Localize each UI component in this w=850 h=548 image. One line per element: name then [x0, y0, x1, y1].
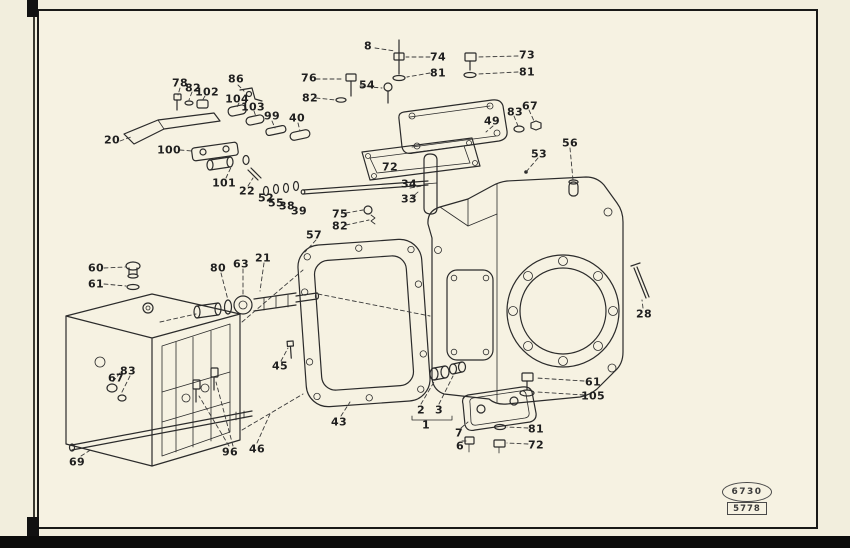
part-number-label: 2	[417, 403, 425, 417]
part-number-label: 69	[69, 455, 85, 469]
part-number-label: 67	[522, 99, 538, 113]
left-housing-drawing	[65, 261, 253, 467]
part-number-label: 3	[435, 403, 443, 417]
top-cover-drawing	[361, 99, 508, 181]
part-number-label: 80	[210, 261, 226, 275]
part-number-label: 83	[120, 364, 136, 378]
part-number-label: 103	[241, 100, 265, 114]
callout-ticks	[409, 191, 453, 421]
scan-edge-artifact-bottom	[0, 536, 850, 548]
scan-edge-artifact-left	[33, 0, 35, 548]
box-stamp-code: 5778	[733, 503, 761, 514]
part-number-label: 57	[306, 228, 322, 242]
part-number-label: 86	[228, 72, 244, 86]
main-housing-drawing	[427, 176, 624, 405]
flange-bolt-holes	[508, 256, 618, 366]
shift-linkage-drawing	[123, 87, 311, 171]
part-number-label: 7	[455, 426, 463, 440]
part-number-label: 28	[636, 307, 652, 321]
part-number-label: 104	[225, 92, 249, 106]
part-number-label: 72	[528, 438, 544, 452]
part-number-label: 81	[528, 422, 544, 436]
part-number-label: 73	[519, 48, 535, 62]
scan-edge-artifact-topleft	[27, 0, 38, 17]
part-number-label: 75	[332, 207, 348, 221]
part-number-label: 61	[88, 277, 104, 291]
part-number-label: 101	[212, 176, 236, 190]
part-number-label: 34	[401, 177, 417, 191]
part-number-label: 82	[302, 91, 318, 105]
part-number-label: 83	[507, 105, 523, 119]
part-number-label: 20	[104, 133, 120, 147]
scan-edge-artifact-bottomleft	[27, 517, 39, 537]
part-number-label: 33	[401, 192, 417, 206]
part-number-label: 81	[430, 66, 446, 80]
drawing-frame-border	[37, 9, 818, 529]
part-number-label: 39	[291, 204, 307, 218]
part-number-label: 55	[268, 196, 284, 210]
part-number-label: 99	[264, 109, 280, 123]
part-number-label: 56	[562, 136, 578, 150]
oval-stamp: 6730	[722, 482, 772, 502]
part-number-label: 82	[332, 219, 348, 233]
part-number-label: 52	[258, 191, 274, 205]
right-fittings-drawing	[429, 120, 650, 454]
part-number-label: 96	[222, 445, 238, 459]
part-number-label: 21	[255, 251, 271, 265]
part-number-label: 40	[289, 111, 305, 125]
part-number-label: 76	[301, 71, 317, 85]
part-number-label: 61	[585, 375, 601, 389]
part-number-label: 60	[88, 261, 104, 275]
part-number-label: 49	[484, 114, 500, 128]
part-number-label: 38	[279, 199, 295, 213]
part-number-label: 100	[157, 143, 181, 157]
top-fasteners-drawing	[335, 39, 477, 104]
part-number-label: 105	[581, 389, 605, 403]
part-number-label: 8	[364, 39, 372, 53]
leader-lines	[80, 47, 644, 457]
oval-stamp-code: 6730	[731, 487, 763, 497]
part-number-label: 67	[108, 371, 124, 385]
part-number-label: 72	[382, 160, 398, 174]
gasket-bolt-holes	[301, 244, 427, 402]
part-number-label: 53	[531, 147, 547, 161]
part-number-label: 22	[239, 184, 255, 198]
part-number-label: 45	[272, 359, 288, 373]
part-number-label: 78	[172, 76, 188, 90]
part-number-label: 6	[456, 439, 464, 453]
part-number-label: 54	[359, 78, 375, 92]
part-number-label: 102	[195, 85, 219, 99]
part-number-label: 1	[422, 418, 430, 432]
part-number-label: 81	[519, 65, 535, 79]
side-gasket-drawing	[286, 238, 431, 408]
part-number-label: 46	[249, 442, 265, 456]
part-number-label: 63	[233, 257, 249, 271]
box-stamp: 5778	[727, 502, 767, 515]
part-number-label: 74	[430, 50, 446, 64]
input-shaft-drawing	[193, 292, 320, 319]
part-number-label: 43	[331, 415, 347, 429]
part-number-label: 82	[185, 81, 201, 95]
